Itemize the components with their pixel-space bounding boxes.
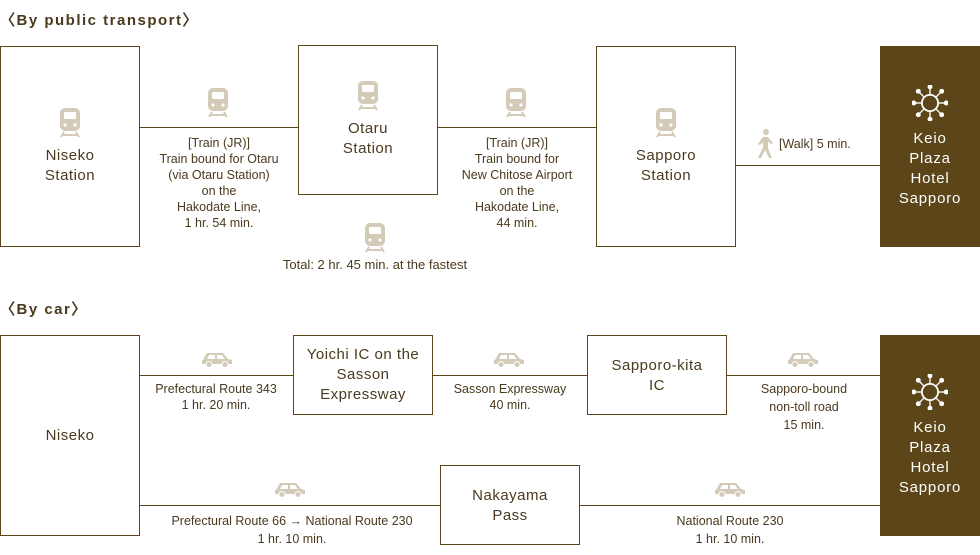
car-icon [274, 480, 306, 498]
label-line: Hakodate Line, [176, 200, 262, 214]
car-icon [201, 350, 233, 368]
label-line: Hakodate Line, [474, 200, 560, 214]
label-line: 40 min. [489, 398, 531, 412]
train-icon [364, 223, 386, 253]
leg-niseko-otaru: [Train (JR)] Train bound for Otaru (via Ot… [159, 135, 278, 231]
station-name: Station [640, 166, 692, 184]
label-line: [Train (JR)] [187, 136, 251, 150]
leg-route-343: Prefectural Route 343 1 hr. 20 min. [155, 381, 277, 413]
station-name: Otaru [347, 120, 388, 137]
label-line: 44 min. [496, 216, 538, 230]
train-icon [207, 88, 229, 118]
place-name: Sapporo-kita [611, 357, 703, 374]
label-line: Sapporo-bound [760, 382, 848, 396]
hotel-name: Hotel [910, 169, 950, 187]
hotel-name: Plaza [909, 149, 951, 167]
route-line [579, 505, 881, 506]
walk-label: [Walk] 5 min. [779, 137, 851, 151]
label-line: Train bound for Otaru [159, 152, 279, 166]
hotel-logo-icon [912, 85, 948, 121]
station-name: Niseko [45, 146, 95, 164]
car-heading: 〈By car〉 [0, 301, 88, 318]
label-line: on the [201, 184, 237, 198]
label-line: 1 hr. 20 min. [181, 398, 251, 412]
label-line: [Train (JR)] [485, 136, 549, 150]
label-line: 1 hr. 10 min. [695, 532, 765, 546]
station-name: Sapporo [635, 146, 697, 164]
route-line [437, 127, 597, 128]
label-line: New Chitose Airport [461, 168, 573, 182]
route-line [139, 505, 441, 506]
route-line [432, 375, 588, 376]
station-name: Station [44, 166, 96, 184]
route-line [139, 127, 299, 128]
label-line: National Route 230 [676, 514, 784, 528]
label-line: 15 min. [783, 418, 825, 432]
label-line: on the [499, 184, 535, 198]
leg-route-230: National Route 230 1 hr. 10 min. [676, 512, 783, 548]
hotel-name: Sapporo [898, 478, 962, 496]
place-name: Expressway [320, 386, 406, 403]
label-line: Prefectural Route 343 [155, 382, 277, 396]
label-line: 1 hr. 54 min. [184, 216, 254, 230]
place-name: Niseko [45, 426, 95, 444]
route-line [726, 375, 881, 376]
public-transport-heading: 〈By public transport〉 [0, 12, 200, 29]
hotel-name: Hotel [910, 458, 950, 476]
label-line: Sasson Expressway [453, 382, 567, 396]
hotel-name: Plaza [909, 438, 951, 456]
label-line: (via Otaru Station) [168, 168, 270, 182]
hotel-name: Sapporo [898, 189, 962, 207]
hotel-name: Keio [913, 129, 947, 147]
place-name: Yoichi IC on the [306, 346, 420, 363]
leg-sasson-expressway: Sasson Expressway 40 min. [454, 381, 567, 413]
place-name: Nakayama [472, 487, 548, 504]
place-name: Pass [492, 507, 528, 524]
place-name: Sasson [336, 366, 390, 383]
car-icon [493, 350, 525, 368]
train-icon [505, 88, 527, 118]
train-icon [655, 108, 677, 138]
car-icon [714, 480, 746, 498]
hotel-name: Keio [913, 418, 947, 436]
label-line: Prefectural Route 66 → National Route 23… [171, 514, 413, 528]
walk-icon [758, 129, 773, 158]
station-name: Station [342, 140, 394, 157]
train-icon [59, 108, 81, 138]
walk-leg: [Walk] 5 min. [755, 129, 851, 159]
route-line [139, 375, 294, 376]
route-line [735, 165, 881, 166]
label-line: Train bound for [474, 152, 560, 166]
car-icon [787, 350, 819, 368]
train-icon [357, 81, 379, 111]
label-line: non-toll road [769, 400, 839, 414]
leg-sapporo-bound: Sapporo-bound non-toll road 15 min. [761, 380, 847, 434]
total-time: Total: 2 hr. 45 min. at the fastest [282, 257, 468, 272]
niseko-box: Niseko [0, 335, 140, 536]
hotel-logo-icon [912, 374, 948, 410]
place-name: IC [649, 377, 665, 394]
leg-route-66: Prefectural Route 66 → National Route 23… [171, 512, 412, 548]
label-line: 1 hr. 10 min. [257, 532, 327, 546]
